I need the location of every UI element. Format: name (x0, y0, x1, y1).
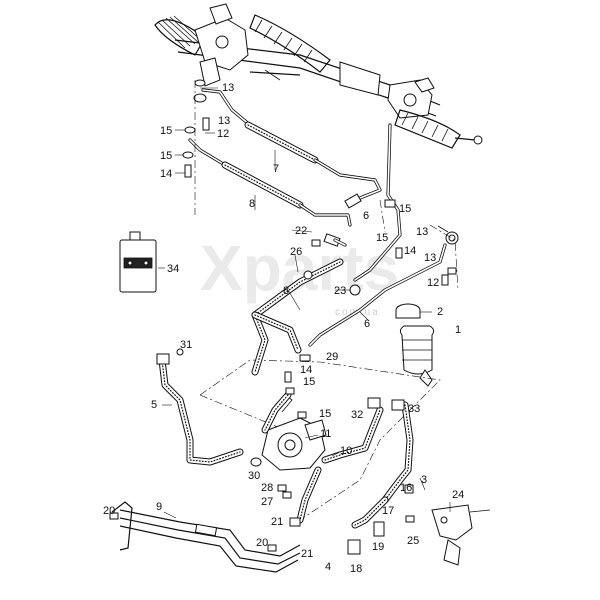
hose-3 (351, 401, 414, 529)
callout-31: 31 (180, 339, 192, 351)
upper-lines (188, 88, 382, 247)
callout-14: 14 (300, 364, 312, 376)
callout-18: 18 (350, 563, 362, 575)
callout-16: 16 (400, 482, 412, 494)
callout-13: 13 (222, 82, 234, 94)
fluid-reservoir (395, 303, 435, 387)
steering-rack (154, 3, 483, 149)
hose-10 (296, 406, 384, 524)
fittings-lower (176, 239, 414, 555)
hose-8-lower (251, 258, 344, 376)
callout-30: 30 (248, 470, 260, 482)
callout-20: 20 (103, 505, 115, 517)
leader-lines (158, 87, 451, 519)
watermark-text: Xparts (200, 232, 399, 304)
callout-21: 21 (301, 548, 313, 560)
callout-4: 4 (325, 561, 331, 573)
callout-15: 15 (303, 376, 315, 388)
hose-5 (156, 353, 244, 466)
callout-8: 8 (249, 198, 255, 210)
callout-24: 24 (452, 489, 464, 501)
callout-13: 13 (416, 226, 428, 238)
callout-14: 14 (160, 168, 172, 180)
callout-20: 20 (256, 537, 268, 549)
callout-6: 6 (363, 210, 369, 222)
callout-8: 8 (283, 285, 289, 297)
power-steering-pump (250, 391, 327, 471)
callout-25: 25 (407, 535, 419, 547)
cooler-line-9 (109, 501, 301, 573)
callout-10: 10 (340, 445, 352, 457)
callout-15: 15 (160, 150, 172, 162)
callout-17: 17 (382, 505, 394, 517)
callout-7: 7 (273, 163, 279, 175)
fasteners-left (182, 79, 210, 215)
routing-outline (199, 359, 441, 521)
callout-26: 26 (290, 246, 302, 258)
callout-32: 32 (351, 409, 363, 421)
callout-12: 12 (427, 277, 439, 289)
callout-1: 1 (455, 324, 461, 336)
bracket-24 (405, 504, 491, 566)
callout-15: 15 (160, 125, 172, 137)
oil-can (119, 231, 157, 293)
callout-29: 29 (326, 351, 338, 363)
fasteners-right (379, 199, 459, 291)
callout-5: 5 (151, 399, 157, 411)
callout-14: 14 (404, 245, 416, 257)
callout-23: 23 (334, 285, 346, 297)
return-pipe-6 (308, 123, 459, 347)
callout-6: 6 (364, 318, 370, 330)
callout-2: 2 (437, 306, 443, 318)
callout-19: 19 (372, 541, 384, 553)
callout-15: 15 (319, 408, 331, 420)
callout-13: 13 (424, 252, 436, 264)
callout-22: 22 (295, 225, 307, 237)
callout-11: 11 (320, 428, 331, 440)
callout-15: 15 (399, 203, 411, 215)
callout-34: 34 (167, 263, 179, 275)
callout-3: 3 (421, 474, 427, 486)
callout-27: 27 (261, 496, 273, 508)
callout-13: 13 (218, 115, 230, 127)
callout-12: 12 (217, 128, 229, 140)
callout-28: 28 (261, 482, 273, 494)
callout-33: 33 (408, 403, 420, 415)
callout-9: 9 (156, 501, 162, 513)
callout-21: 21 (271, 516, 283, 528)
callout-15: 15 (376, 232, 388, 244)
